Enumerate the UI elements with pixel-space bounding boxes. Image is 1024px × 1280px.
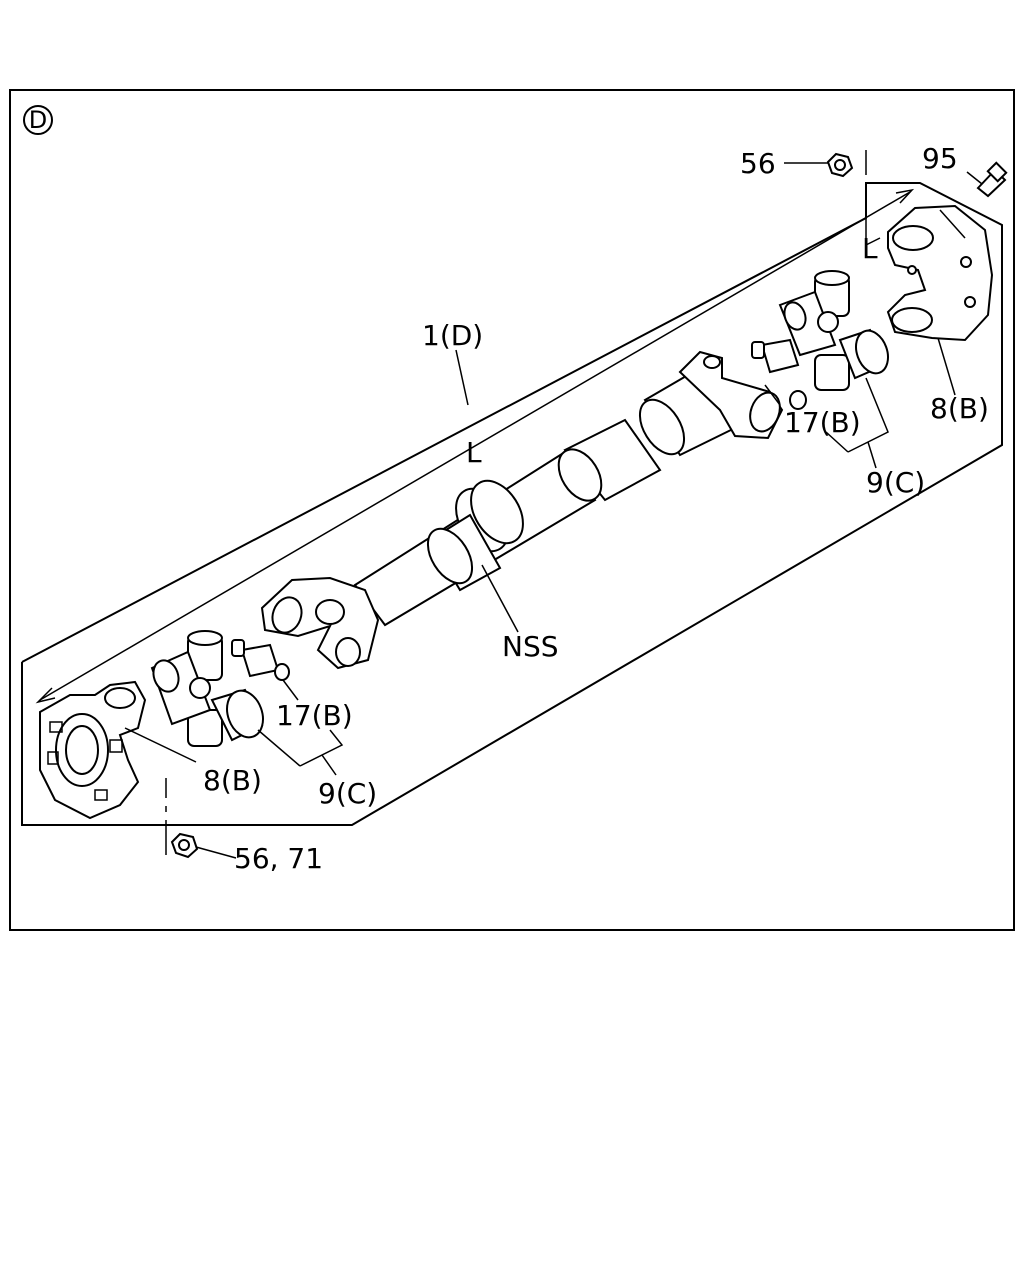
label-nss: NSS [502, 630, 559, 663]
diagram-frame [9, 89, 1015, 931]
bolt-right [976, 161, 1008, 198]
grease-fitting-right [751, 338, 807, 410]
label-assembly: 1(D) [422, 319, 483, 352]
view-marker-letter: D [29, 106, 47, 134]
label-length-center: L [466, 436, 482, 469]
label-nut-top: 56 [740, 147, 776, 180]
grease-fitting-left [231, 639, 290, 681]
nut-bottom [170, 832, 199, 859]
slip-sleeve [557, 366, 737, 502]
universal-joint-left [150, 630, 264, 747]
label-joint-right: 9(C) [866, 466, 925, 499]
view-marker: D [23, 105, 53, 135]
label-fitting-right: 17(B) [784, 406, 861, 439]
label-yoke-right: 8(B) [930, 392, 989, 425]
shaft-tube [353, 450, 597, 627]
leader-lines [124, 162, 983, 859]
label-fitting-left: 17(B) [276, 699, 353, 732]
shaft-yoke-left [260, 576, 380, 670]
flange-yoke-left [39, 680, 147, 820]
label-length-right: L [862, 232, 878, 265]
universal-joint-right [778, 270, 889, 391]
label-yoke-left: 8(B) [203, 764, 262, 797]
centerline-top [865, 150, 881, 246]
shaft-yoke-right [678, 350, 784, 440]
flange-yoke-right [886, 204, 994, 342]
nut-top [826, 152, 854, 178]
length-dimension-line [35, 188, 915, 704]
label-nut-bottom: 56, 71 [234, 842, 323, 875]
label-joint-left: 9(C) [318, 777, 377, 810]
label-bolt-top: 95 [922, 142, 958, 175]
